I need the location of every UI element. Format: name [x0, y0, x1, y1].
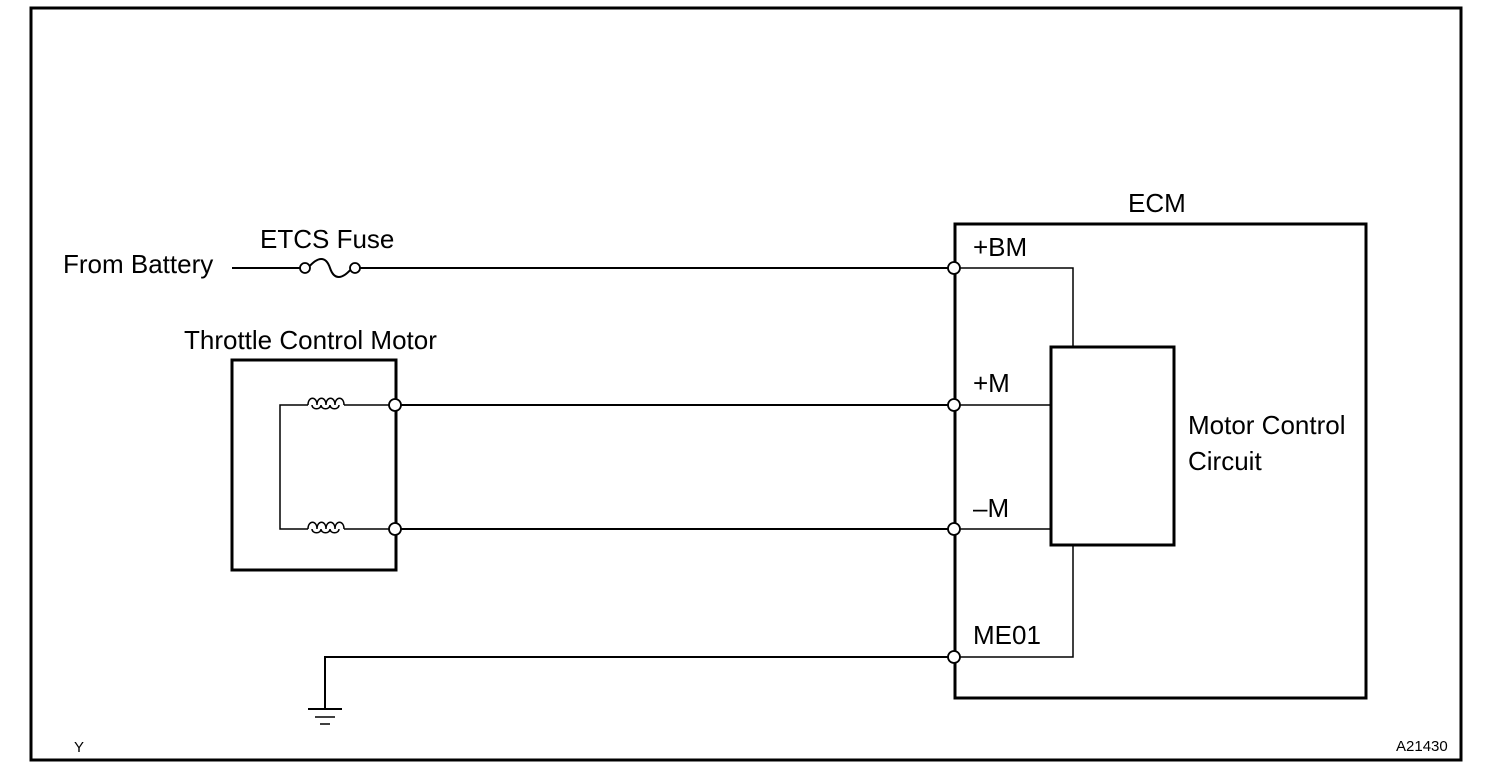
- motor-control-circuit-label-line1: Motor Control: [1188, 410, 1346, 440]
- fuse-symbol: [307, 258, 353, 278]
- ecm-terminal-me01: [947, 650, 961, 664]
- throttle-control-motor-label: Throttle Control Motor: [184, 325, 437, 355]
- from-battery-label: From Battery: [63, 249, 213, 279]
- footer-left-code: Y: [74, 739, 84, 756]
- ecm-terminal-minus-m: [947, 522, 961, 536]
- motor-control-circuit-box: [1049, 345, 1176, 547]
- fuse-terminal-left: [299, 262, 311, 274]
- ecm-label: ECM: [1128, 188, 1186, 218]
- terminal-bm-label: +BM: [973, 232, 1027, 262]
- motor-terminal-minus: [388, 522, 402, 536]
- outer-frame: [29, 6, 1463, 762]
- etcs-fuse-label: ETCS Fuse: [260, 224, 394, 254]
- motor-control-circuit-label-line2: Circuit: [1188, 446, 1262, 476]
- terminal-minus-m-label: –M: [973, 493, 1009, 523]
- motor-coil-loop: [279, 404, 308, 530]
- ecm-terminal-plus-m: [947, 398, 961, 412]
- me01-ground-wire: [324, 656, 948, 708]
- figure-id: A21430: [1396, 738, 1448, 755]
- coil-lower-icon: [307, 521, 345, 534]
- throttle-motor-box: [230, 358, 398, 572]
- terminal-plus-m-label: +M: [973, 368, 1010, 398]
- motor-terminal-plus: [388, 398, 402, 412]
- fuse-terminal-right: [349, 262, 361, 274]
- bm-internal-wire: [955, 267, 1074, 347]
- terminal-me01-label: ME01: [973, 620, 1041, 650]
- ecm-terminal-bm: [947, 261, 961, 275]
- me01-internal-wire: [955, 545, 1074, 658]
- coil-upper-icon: [307, 397, 345, 410]
- ecm-box: [953, 222, 1368, 700]
